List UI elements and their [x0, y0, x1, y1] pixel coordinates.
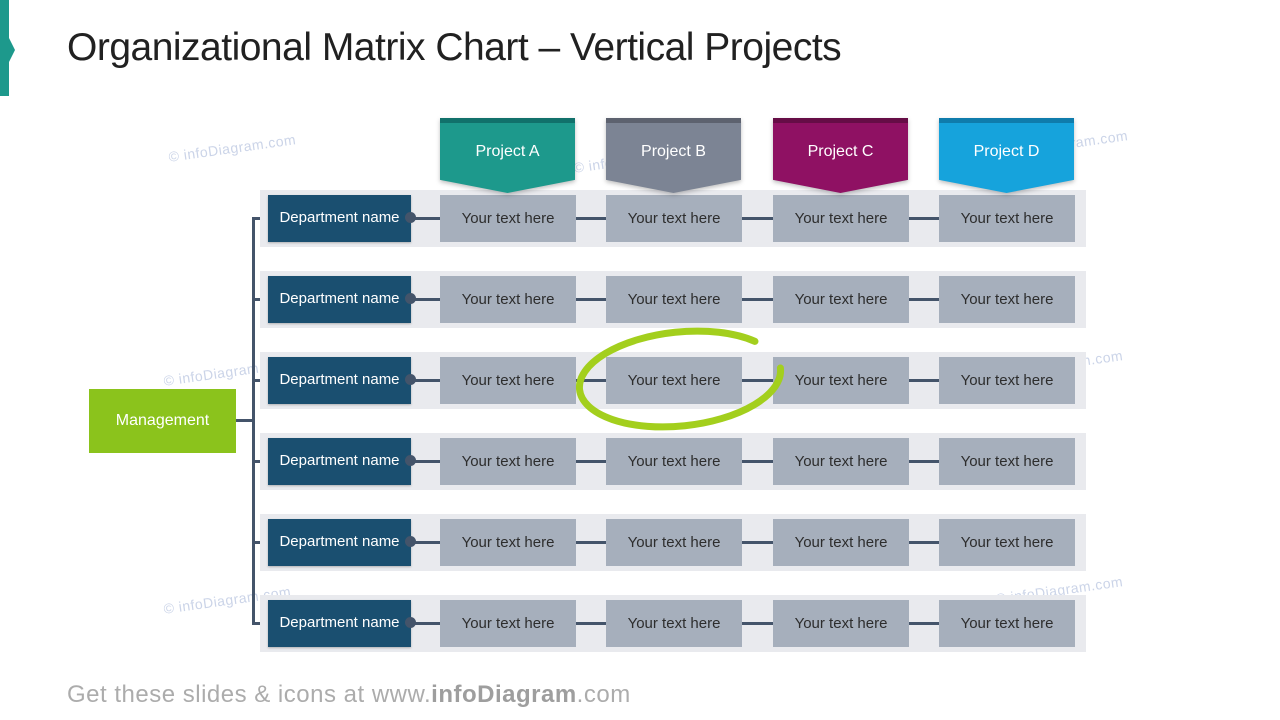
- matrix-cell: Your text here: [440, 519, 576, 566]
- matrix-cell: Your text here: [939, 357, 1075, 404]
- banner-top-strip: [440, 118, 575, 123]
- matrix-cell: Your text here: [440, 600, 576, 647]
- stub-line: [236, 419, 253, 422]
- footer-suffix: .com: [576, 681, 631, 708]
- matrix-cell: Your text here: [773, 276, 909, 323]
- project-banner: Project C: [773, 118, 908, 193]
- project-banner-label: Project C: [807, 142, 874, 160]
- management-box: Management: [89, 389, 236, 453]
- matrix-cell: Your text here: [606, 438, 742, 485]
- management-label: Management: [115, 412, 210, 429]
- connector-dot: [405, 536, 416, 547]
- matrix-cell: Your text here: [773, 195, 909, 242]
- project-banner: Project A: [440, 118, 575, 193]
- matrix-cell: Your text here: [440, 438, 576, 485]
- matrix-cell: Your text here: [773, 438, 909, 485]
- matrix-row: Department name Your text here Your text h…: [260, 271, 1086, 328]
- matrix-cell: Your text here: [773, 519, 909, 566]
- highlight-ellipse: [575, 327, 785, 431]
- department-box: Department name: [268, 357, 411, 404]
- matrix-row: Department name Your text here Your text h…: [260, 433, 1086, 490]
- project-banner-label: Project A: [475, 142, 540, 160]
- project-banner: Project B: [606, 118, 741, 193]
- department-box: Department name: [268, 438, 411, 485]
- matrix-cell: Your text here: [440, 357, 576, 404]
- connector-dot: [405, 374, 416, 385]
- matrix-cell: Your text here: [606, 195, 742, 242]
- footer-brand: infoDiagram: [431, 681, 577, 708]
- project-banner: Project D: [939, 118, 1074, 193]
- matrix-cell: Your text here: [939, 519, 1075, 566]
- department-box: Department name: [268, 519, 411, 566]
- matrix-cell: Your text here: [773, 600, 909, 647]
- matrix-row: Department name Your text here Your text h…: [260, 595, 1086, 652]
- matrix-cell: Your text here: [440, 276, 576, 323]
- banner-top-strip: [773, 118, 908, 123]
- connector-dot: [405, 455, 416, 466]
- matrix-cell: Your text here: [939, 600, 1075, 647]
- matrix-cell: Your text here: [606, 519, 742, 566]
- matrix-cell: Your text here: [939, 276, 1075, 323]
- department-box: Department name: [268, 276, 411, 323]
- accent-chevron-icon: [0, 0, 15, 96]
- banner-top-strip: [939, 118, 1074, 123]
- trunk-line: [252, 217, 255, 625]
- matrix-row: Department name Your text here Your text h…: [260, 190, 1086, 247]
- matrix-cell: Your text here: [606, 276, 742, 323]
- connector-dot: [405, 212, 416, 223]
- matrix-cell: Your text here: [606, 357, 742, 404]
- matrix-cell: Your text here: [606, 600, 742, 647]
- watermark: © infoDiagram.com: [167, 131, 298, 165]
- matrix-cell: Your text here: [939, 195, 1075, 242]
- project-banner-label: Project D: [973, 142, 1040, 160]
- department-box: Department name: [268, 600, 411, 647]
- connector-dot: [405, 293, 416, 304]
- project-banner-label: Project B: [641, 142, 706, 160]
- matrix-cell: Your text here: [440, 195, 576, 242]
- connector-dot: [405, 617, 416, 628]
- footer-credit[interactable]: Get these slides & icons at www.infoDiag…: [67, 681, 631, 709]
- matrix-cell: Your text here: [773, 357, 909, 404]
- department-box: Department name: [268, 195, 411, 242]
- footer-prefix: Get these slides & icons at www.: [67, 681, 432, 708]
- matrix-row: Department name Your text here Your text h…: [260, 352, 1086, 409]
- matrix-cell: Your text here: [939, 438, 1075, 485]
- banner-top-strip: [606, 118, 741, 123]
- matrix-row: Department name Your text here Your text h…: [260, 514, 1086, 571]
- slide-title: Organizational Matrix Chart – Vertical P…: [67, 26, 842, 69]
